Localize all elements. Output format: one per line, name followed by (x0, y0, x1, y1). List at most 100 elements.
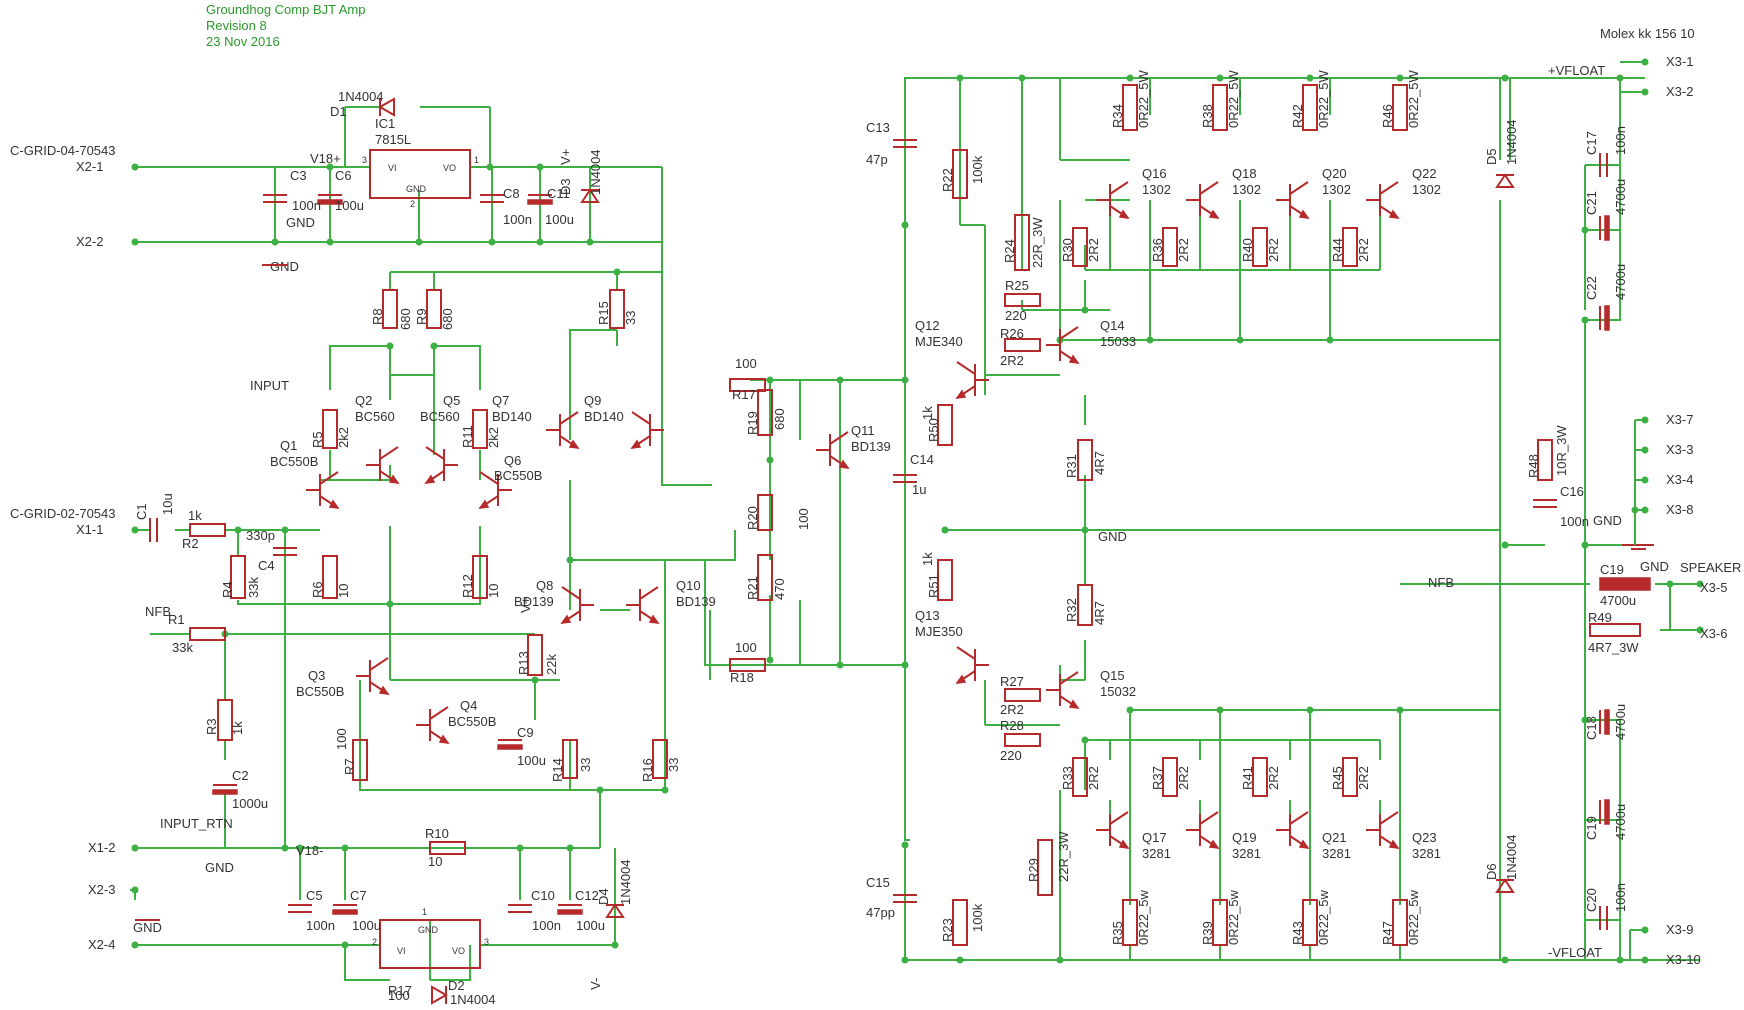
component-ref: C2 (232, 768, 249, 783)
capacitor-c16 (1533, 499, 1557, 508)
component-ref: Q2 (355, 393, 372, 408)
component-ref: R23 (940, 918, 955, 942)
resistor-r34 (1122, 84, 1138, 131)
component-value: 0R22_5w (1316, 889, 1331, 945)
component-value: 100n (1613, 126, 1628, 155)
transistor-arrow (560, 614, 572, 624)
component-value: BC550B (494, 468, 542, 483)
component-ref: R32 (1064, 598, 1079, 622)
schematic-title: Groundhog Comp BJT Amp (206, 2, 365, 17)
component-ref: R28 (1000, 718, 1024, 733)
component-value: 100 (796, 508, 811, 530)
component-ref: D2 (448, 978, 465, 993)
component-ref: C19 (1600, 562, 1624, 577)
resistor-r10 (429, 841, 466, 855)
transistor-q10 (626, 586, 659, 624)
component-value: 4700u (1613, 179, 1628, 215)
wires (130, 77, 1700, 981)
component-ref: D1 (330, 104, 347, 119)
component-value: 22R_3W (1030, 217, 1045, 268)
transistor-q7 (546, 411, 579, 449)
diode-d1 (377, 97, 395, 117)
net-label-nfb: NFB (145, 604, 171, 619)
component-value: 0R22_5W (1226, 69, 1241, 128)
component-ref: C7 (350, 888, 367, 903)
component-ref: R15 (596, 301, 611, 325)
component-ref: C10 (531, 888, 555, 903)
component-value: 1k (230, 721, 245, 735)
port-label: X1-1 (76, 522, 103, 537)
component-value: 330p (246, 528, 275, 543)
component-ref: Q4 (460, 698, 477, 713)
net-label-gnd: GND (205, 860, 234, 875)
resistor-r23 (952, 899, 968, 946)
component-ref: C9 (517, 725, 534, 740)
resistor-r13 (527, 634, 543, 676)
component-value: 2R2 (1176, 238, 1191, 262)
component-value: 100n (292, 198, 321, 213)
component-ref: R18 (730, 670, 754, 685)
component-value: 1k (920, 552, 935, 566)
diode-d5 (1495, 173, 1515, 188)
capacitor-c20 (1599, 906, 1608, 930)
component-value: 3281 (1412, 846, 1441, 861)
resistor-r4 (230, 555, 246, 599)
capacitor-c4 (273, 547, 297, 556)
component-value: 2R2 (1086, 238, 1101, 262)
component-ref: R16 (640, 758, 655, 782)
transistor-q4 (416, 706, 449, 744)
component-value: 33 (666, 758, 681, 772)
transistor-arrow (378, 685, 390, 695)
component-ref: Q8 (536, 578, 553, 593)
transistor-arrow (648, 614, 660, 624)
transistor-q8 (561, 586, 594, 624)
component-value: 7815L (375, 132, 411, 147)
component-value: 33k (246, 577, 261, 598)
component-value: 2R2 (1086, 766, 1101, 790)
resistor-r30 (1072, 227, 1088, 267)
component-value: 2k2 (486, 427, 501, 448)
component-value: 1k (920, 406, 935, 420)
transistor-arrow (1208, 209, 1220, 219)
port-label: X3-10 (1666, 952, 1701, 967)
net-label-v18p: V18+ (310, 151, 341, 166)
component-ref: D6 (1484, 863, 1499, 880)
transistor-arrow (568, 439, 580, 449)
resistor-r50 (937, 404, 953, 446)
component-value: 1302 (1412, 182, 1441, 197)
transistor-q19 (1186, 811, 1219, 849)
transistor-arrow (1068, 699, 1080, 709)
resistor-r26 (1004, 338, 1041, 352)
component-value: 100 (388, 988, 410, 1003)
transistor-arrow (438, 734, 450, 744)
component-ref: R24 (1002, 239, 1017, 263)
component-value: BD139 (514, 594, 554, 609)
resistor-r47 (1392, 899, 1408, 946)
svg-text:VO: VO (443, 163, 456, 173)
capacitor-plate (332, 909, 358, 915)
component-ref: C5 (306, 888, 323, 903)
component-value: 10 (428, 854, 442, 869)
component-value: 100k (970, 155, 985, 184)
component-ref: R22 (940, 168, 955, 192)
net-label-input: INPUT (250, 378, 289, 393)
component-ref: C16 (1560, 484, 1584, 499)
component-value: BD139 (676, 594, 716, 609)
voltage-regulator-ic1: VI VO GND 3 1 2 (362, 149, 479, 209)
transistor-q11 (816, 431, 849, 469)
component-ref: R14 (550, 758, 565, 782)
resistor-r7 (352, 739, 368, 781)
component-ref: Q13 (915, 608, 940, 623)
component-ref: R25 (1005, 278, 1029, 293)
transistor-arrow (1388, 839, 1400, 849)
transistor-arrow (1388, 209, 1400, 219)
component-ref: R37 (1150, 766, 1165, 790)
svg-text:3: 3 (362, 155, 367, 165)
component-ref: Q23 (1412, 830, 1437, 845)
capacitor-plate (1604, 709, 1610, 735)
component-ref: R26 (1000, 326, 1024, 341)
resistor-r46 (1392, 84, 1408, 131)
component-value: 15033 (1100, 334, 1136, 349)
transistor-arrow (1298, 209, 1310, 219)
component-value: 22k (544, 654, 559, 675)
